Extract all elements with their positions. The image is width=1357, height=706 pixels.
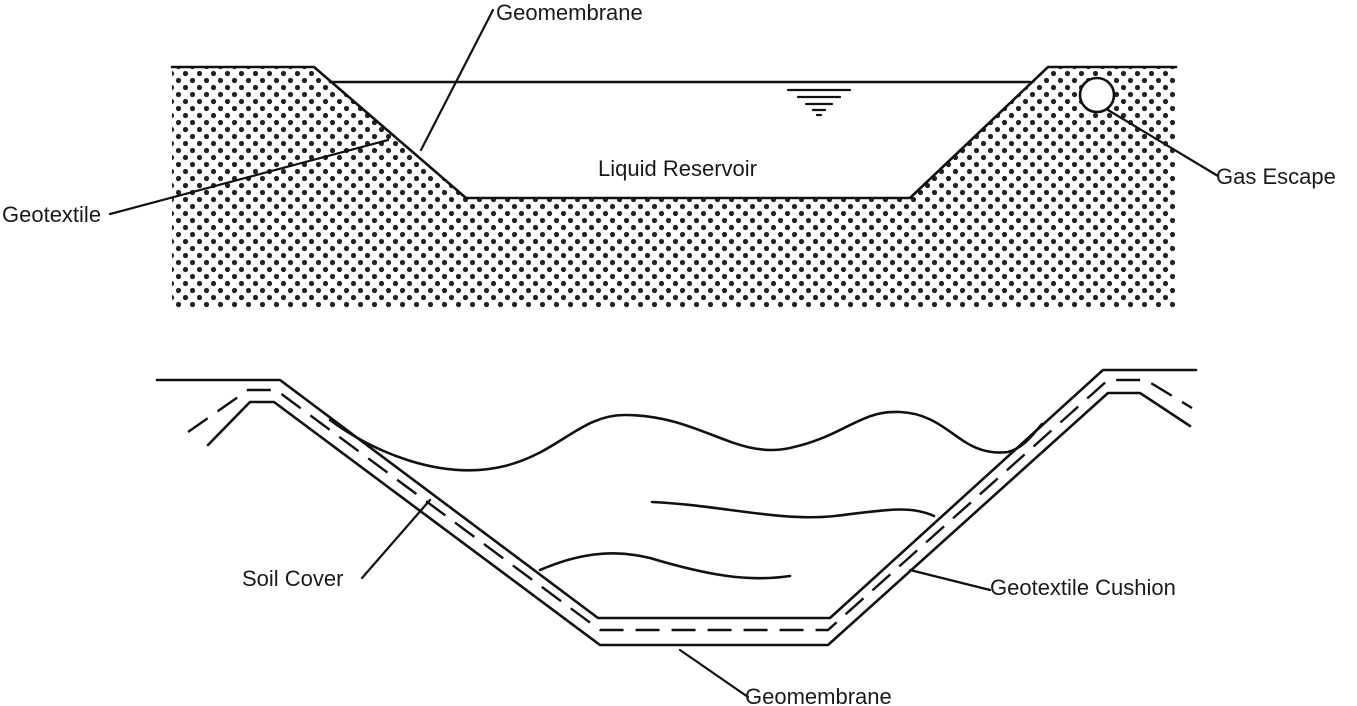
bottom-lined-pit-diagram: Soil Cover Geotextile Cushion Geomembran… [155, 368, 1198, 706]
gas-escape-label: Gas Escape [1216, 164, 1336, 189]
geomembrane-label-bottom: Geomembrane [745, 684, 892, 706]
soil-cover-leader [360, 498, 432, 580]
ground-surface-line [155, 368, 1198, 620]
geotextile-cushion-layer [187, 378, 1193, 632]
soil-embankment [172, 67, 1176, 308]
geomembrane-label-top: Geomembrane [496, 0, 643, 25]
top-reservoir-diagram: Geomembrane Geotextile Liquid Reservoir … [2, 0, 1336, 308]
geomembrane-leader-bottom [678, 648, 750, 699]
geotextile-cushion-leader [908, 568, 992, 592]
gas-escape-leader [1106, 108, 1220, 178]
liner-outline [170, 65, 1178, 200]
water-level-symbol [786, 88, 852, 117]
geomembrane-leader-top [419, 8, 495, 152]
soil-cover-label: Soil Cover [242, 566, 343, 591]
geotextile-cushion-label: Geotextile Cushion [990, 575, 1176, 600]
waste-surface-wave [328, 410, 1044, 472]
liquid-reservoir-label: Liquid Reservoir [598, 156, 757, 181]
waste-layer-curve-1 [650, 500, 936, 519]
geotextile-label: Geotextile [2, 202, 101, 227]
gas-escape-vent [1078, 76, 1116, 114]
geotextile-leader [108, 138, 390, 216]
geomembrane-layer [206, 391, 1192, 647]
waste-layer-curve-2 [538, 552, 792, 580]
